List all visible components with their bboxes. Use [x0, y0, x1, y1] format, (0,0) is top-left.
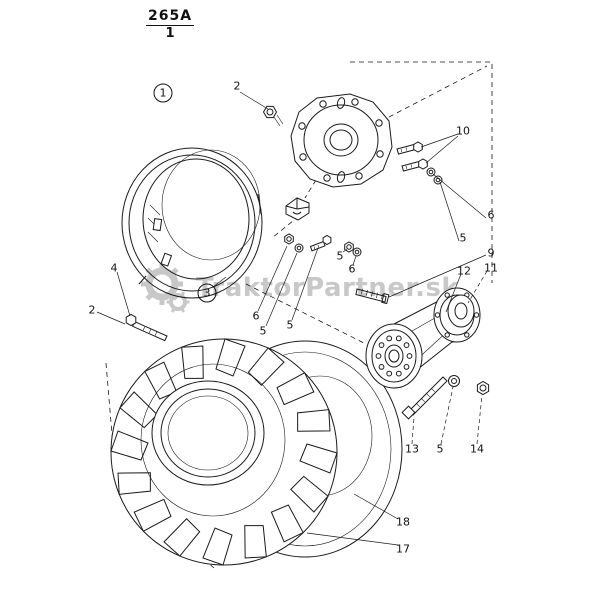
- sheet-number: 1: [165, 26, 175, 41]
- bracket-drawing: [285, 197, 310, 221]
- drawing-number-block: 265A 1: [146, 5, 195, 41]
- wheel-disc-drawing: [290, 93, 393, 188]
- callout-1-circled: 1: [153, 83, 173, 103]
- callout-2: 2: [233, 79, 241, 93]
- callout-5: 5: [459, 231, 467, 245]
- leader-lines: [96, 91, 488, 546]
- callout-14: 14: [470, 442, 484, 456]
- callout-3-circled: 3: [197, 283, 217, 303]
- callout-4: 4: [110, 261, 118, 275]
- stud-drawing: [355, 288, 390, 305]
- callout-5: 5: [259, 324, 267, 338]
- callout-9: 9: [487, 246, 495, 260]
- callout-6: 6: [348, 262, 356, 276]
- callout-11: 11: [484, 261, 498, 275]
- callout-13: 13: [405, 442, 419, 456]
- disc-bolts-drawing: [396, 141, 443, 185]
- callout-5: 5: [286, 318, 294, 332]
- rim-drawing: [121, 147, 263, 299]
- tire-treaded-drawing: [110, 338, 338, 566]
- callout-6: 6: [252, 309, 260, 323]
- clamp-bolt-drawing: [125, 313, 168, 342]
- callout-2: 2: [88, 303, 96, 317]
- callout-10: 10: [456, 124, 470, 138]
- drawing-code: 265A: [146, 8, 195, 26]
- callout-12: 12: [457, 264, 471, 278]
- hub-bolt-drawing: [401, 375, 490, 420]
- callout-6: 6: [487, 208, 495, 222]
- callout-18: 18: [396, 515, 410, 529]
- hub-drawing: [365, 287, 481, 390]
- nut-top-drawing: [262, 105, 284, 127]
- callout-5: 5: [336, 249, 344, 263]
- callout-5: 5: [436, 442, 444, 456]
- callout-17: 17: [396, 542, 410, 556]
- watermark-gear-icon: [141, 264, 190, 313]
